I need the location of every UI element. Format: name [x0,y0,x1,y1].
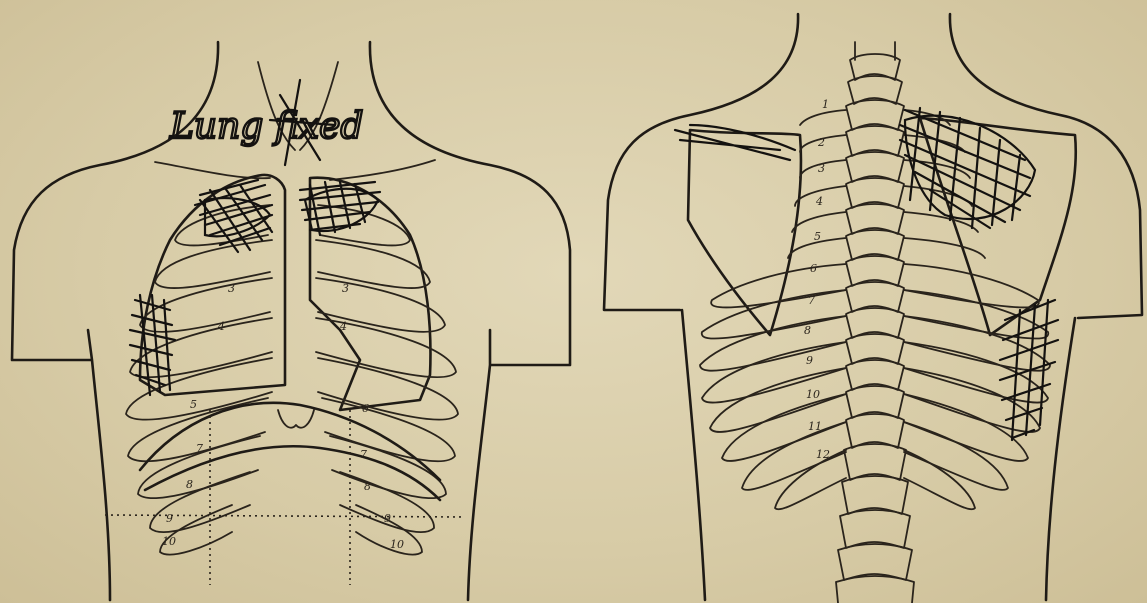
back-rib-label: 8 [804,324,811,337]
front-rib-label: 9 [166,512,173,525]
back-rib-label: 4 [815,195,823,208]
back-rib-label: 2 [817,136,825,149]
back-rib-label: 6 [810,262,817,275]
back-rib-label: 11 [808,420,822,433]
front-rib-label: 7 [196,442,203,455]
back-torso-outline [604,14,1142,600]
back-rib-label: 10 [806,388,820,401]
front-xiphoid [278,410,314,428]
front-rib-label: 3 [342,282,349,295]
front-rib-label: 4 [339,320,347,333]
back-rib-label: 5 [814,230,821,243]
front-horizontal-guide [105,515,465,517]
front-rib-label: 5 [190,398,197,411]
front-rib-label: 7 [360,448,367,461]
back-rib-label: 3 [818,162,825,175]
back-right-scapula [920,118,1076,335]
front-rib-label: 10 [162,535,176,548]
front-ribs-left-side [316,205,458,555]
front-rib-label: 4 [217,320,225,333]
front-rib-label: 8 [186,478,193,491]
front-handwritten-annotation: Lung fixed [169,106,363,147]
back-hatching-shoulder [900,108,1035,228]
back-left-scapula [688,130,801,335]
front-rib-label: 6 [362,402,369,415]
front-rib-label: 8 [364,480,371,493]
back-rib-label: 9 [806,354,813,367]
front-hatching-right-lateral [130,295,175,395]
front-clavicles [155,160,435,180]
back-rib-label: 1 [822,98,829,111]
front-torso-panel: Lung fixed 3 4 5 3 4 6 7 7 8 8 9 9 10 10 [12,42,570,600]
front-rib-label: 10 [390,538,404,551]
back-rib-label: 12 [816,448,830,461]
front-rib-label: 3 [228,282,235,295]
back-rib-label: 7 [808,294,815,307]
back-torso-panel: 1 2 3 4 5 6 7 8 9 10 11 12 [604,14,1142,603]
front-rib-label: 9 [384,512,391,525]
